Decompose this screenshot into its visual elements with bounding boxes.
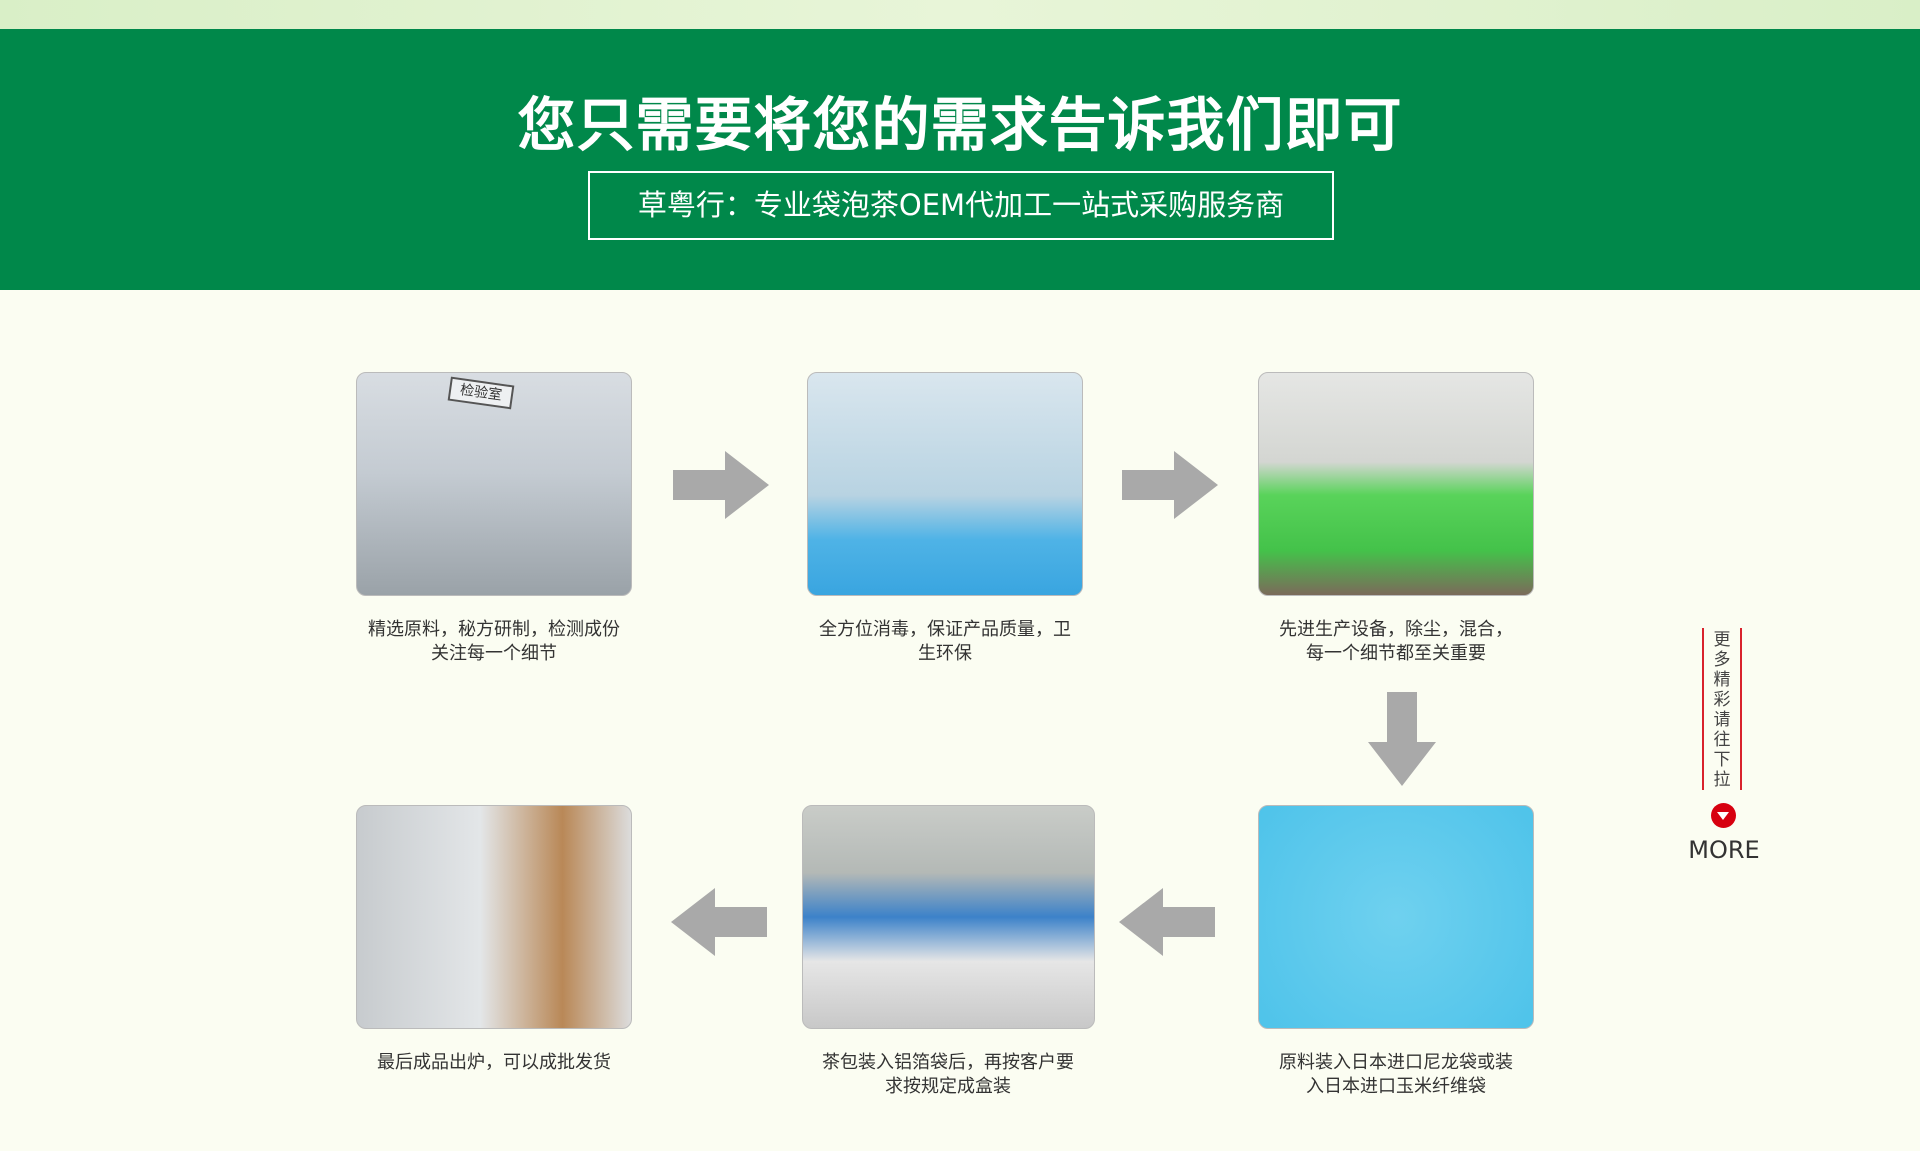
- lab-sign: 检验室: [447, 376, 515, 410]
- packing-photo: [802, 805, 1095, 1029]
- caption-line: 最后成品出炉，可以成批发货: [377, 1052, 611, 1073]
- caption-line: 生环保: [918, 643, 972, 664]
- teabags-photo: [1258, 805, 1534, 1029]
- caption-line: 关注每一个细节: [431, 643, 557, 664]
- subtitle-box: 草粤行：专业袋泡茶OEM代加工一站式采购服务商: [588, 171, 1334, 240]
- page-title: 您只需要将您的需求告诉我们即可: [517, 91, 1403, 159]
- top-strip: [0, 0, 1920, 29]
- arrow-left-icon: [1119, 888, 1215, 956]
- arrow-right-icon: [673, 451, 769, 519]
- arrow-left-icon: [671, 888, 767, 956]
- hint-char: 精: [1713, 670, 1731, 690]
- scroll-hint: 更 多 精 彩 请 往 下 拉: [1702, 628, 1742, 790]
- header-banner: [0, 29, 1920, 290]
- caption-line: 茶包装入铝箔袋后，再按客户要: [822, 1052, 1074, 1073]
- hint-char: 下: [1713, 750, 1731, 770]
- arrow-right-icon: [1122, 451, 1218, 519]
- hint-char: 彩: [1713, 690, 1731, 710]
- lab-photo: 检验室: [356, 372, 632, 596]
- hint-char: 拉: [1713, 770, 1731, 790]
- hint-char: 请: [1713, 710, 1731, 730]
- caption-line: 每一个细节都至关重要: [1306, 643, 1486, 664]
- more-link[interactable]: MORE: [1688, 836, 1760, 864]
- caption-line: 全方位消毒，保证产品质量，卫: [819, 619, 1071, 640]
- step-caption: 精选原料，秘方研制，检测成份关注每一个细节: [344, 618, 644, 666]
- caption-line: 原料装入日本进口尼龙袋或装: [1279, 1052, 1513, 1073]
- warehouse-photo: [356, 805, 632, 1029]
- hint-char: 往: [1713, 730, 1731, 750]
- cleanroom-photo: [807, 372, 1083, 596]
- hint-char: 多: [1713, 650, 1731, 670]
- arrow-down-icon: [1368, 692, 1436, 786]
- step-caption: 原料装入日本进口尼龙袋或装入日本进口玉米纤维袋: [1246, 1051, 1546, 1099]
- step-caption: 先进生产设备，除尘，混合， 每一个细节都至关重要: [1246, 618, 1546, 666]
- chevron-down-icon[interactable]: [1711, 803, 1736, 828]
- caption-line: 入日本进口玉米纤维袋: [1306, 1076, 1486, 1097]
- step-caption: 最后成品出炉，可以成批发货: [344, 1051, 644, 1075]
- step-caption: 全方位消毒，保证产品质量，卫生环保: [795, 618, 1095, 666]
- step-caption: 茶包装入铝箔袋后，再按客户要求按规定成盒装: [798, 1051, 1098, 1099]
- caption-line: 先进生产设备，除尘，混合，: [1279, 619, 1513, 640]
- workers-photo: [1258, 372, 1534, 596]
- hint-char: 更: [1713, 630, 1731, 650]
- caption-line: 精选原料，秘方研制，检测成份: [368, 619, 620, 640]
- caption-line: 求按规定成盒装: [885, 1076, 1011, 1097]
